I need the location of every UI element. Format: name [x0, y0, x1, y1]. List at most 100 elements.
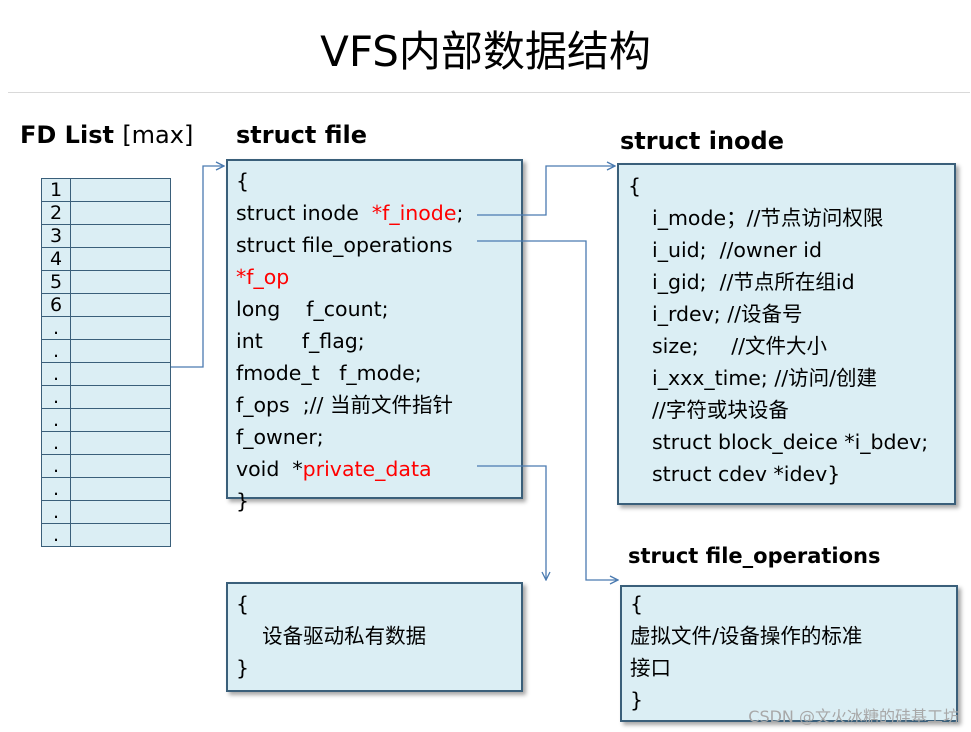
struct-file-line: }: [236, 485, 463, 517]
fd-entry-cell: [70, 454, 171, 478]
struct-inode-line: struct cdev *idev}: [652, 462, 841, 486]
fd-list-row: 2: [41, 201, 171, 225]
field-text: }: [236, 489, 250, 513]
struct-inode-line: struct block_deice *i_bdev;: [652, 430, 929, 454]
fd-entry-cell: [70, 293, 171, 317]
struct-file-line: f_owner;: [236, 421, 463, 453]
struct-inode-line: i_uid; //owner id: [652, 238, 822, 262]
private-data-line: {: [236, 592, 250, 616]
private-data-arrow: [477, 465, 546, 580]
field-text: f_ops ;// 当前文件指针: [236, 393, 453, 417]
fd-entry-cell: [70, 178, 171, 202]
struct-file-label: struct file: [236, 121, 368, 149]
fd-list-row: 4: [41, 247, 171, 271]
fd-list-label: FD List [max]: [20, 121, 193, 149]
f-inode-arrow: [477, 166, 615, 216]
field-text: long f_count;: [236, 297, 389, 321]
fd-list-row: .: [41, 316, 171, 340]
field-text: ;: [456, 201, 464, 225]
fd-entry-cell: [70, 523, 171, 547]
struct-file-line: long f_count;: [236, 293, 463, 325]
struct-inode-label: struct inode: [620, 127, 784, 155]
struct-inode-line: i_rdev; //设备号: [652, 302, 803, 326]
highlighted-field: *f_op: [236, 265, 290, 289]
fd-index-cell: .: [41, 477, 71, 501]
struct-inode-box: [617, 163, 956, 505]
fd-entry-cell: [70, 316, 171, 340]
file-operations-line: }: [630, 688, 644, 712]
struct-file-line: int f_flag;: [236, 325, 463, 357]
struct-inode-line: //字符或块设备: [652, 398, 789, 422]
file-operations-text: { 虚拟文件/设备操作的标准接口}: [630, 588, 862, 716]
page-title: VFS内部数据结构: [320, 27, 651, 76]
field-text: void *: [236, 457, 303, 481]
highlighted-field: *f_inode: [371, 201, 457, 225]
fd-list-row: .: [41, 500, 171, 524]
fd-list-row: .: [41, 477, 171, 501]
fd-to-file-arrow: [171, 166, 224, 368]
fd-index-cell: 1: [41, 178, 71, 202]
private-data-text: { 设备驱动私有数据}: [236, 588, 426, 684]
struct-inode-line: i_mode；//节点访问权限: [652, 206, 884, 230]
fd-list-row: 5: [41, 270, 171, 294]
fd-index-cell: 6: [41, 293, 71, 317]
fd-entry-cell: [70, 201, 171, 225]
struct-file-line: fmode_t f_mode;: [236, 357, 463, 389]
fd-list-row: 3: [41, 224, 171, 248]
fd-list-row: .: [41, 385, 171, 409]
field-text: int f_flag;: [236, 329, 365, 353]
fd-list-row: 6: [41, 293, 171, 317]
fd-list-label-text: FD List: [20, 121, 114, 149]
field-text: f_owner;: [236, 425, 324, 449]
struct-file-line: f_ops ;// 当前文件指针: [236, 389, 463, 421]
fd-index-cell: 3: [41, 224, 71, 248]
fd-entry-cell: [70, 247, 171, 271]
struct-inode-fields: { i_mode；//节点访问权限 i_uid; //owner id i_gid; …: [628, 170, 928, 490]
fd-index-cell: .: [41, 362, 71, 386]
field-text: fmode_t f_mode;: [236, 361, 422, 385]
title-divider: [8, 92, 970, 93]
fd-index-cell: .: [41, 408, 71, 432]
private-data-line: 设备驱动私有数据: [236, 624, 427, 648]
file-operations-line: {: [630, 592, 644, 616]
fd-entry-cell: [70, 339, 171, 363]
field-text: struct file_operations: [236, 233, 453, 257]
struct-file-line: {: [236, 165, 463, 197]
struct-file-box: [226, 159, 523, 499]
struct-file-line: struct file_operations: [236, 229, 463, 261]
highlighted-field: private_data: [302, 457, 432, 481]
private-data-line: }: [236, 656, 250, 680]
field-text: struct inode: [236, 201, 372, 225]
fd-index-cell: .: [41, 454, 71, 478]
watermark: CSDN @文火冰糖的硅基工坊: [748, 707, 959, 726]
struct-file-line: *f_op: [236, 261, 463, 293]
struct-inode-line: i_xxx_time; //访问/创建: [652, 366, 878, 390]
f-op-arrow: [477, 240, 618, 580]
fd-list-row: .: [41, 454, 171, 478]
struct-inode-line: size; //文件大小: [652, 334, 828, 358]
struct-inode-line: i_gid; //节点所在组id: [652, 270, 855, 294]
fd-list-row: 1: [41, 178, 171, 202]
private-data-box: [226, 582, 523, 692]
fd-entry-cell: [70, 500, 171, 524]
file-operations-line: 虚拟文件/设备操作的标准: [630, 624, 863, 648]
file-operations-box: [620, 585, 958, 722]
fd-list-label-suffix: [max]: [122, 121, 194, 149]
fd-entry-cell: [70, 270, 171, 294]
struct-file-operations-label: struct file_operations: [628, 544, 881, 568]
struct-inode-line: {: [628, 174, 642, 198]
fd-entry-cell: [70, 224, 171, 248]
fd-index-cell: 2: [41, 201, 71, 225]
field-text: {: [236, 169, 250, 193]
struct-file-fields: {struct inode *f_inode;struct file_opera…: [236, 165, 463, 517]
fd-index-cell: .: [41, 385, 71, 409]
struct-file-line: void *private_data: [236, 453, 463, 485]
fd-index-cell: .: [41, 339, 71, 363]
fd-list-row: .: [41, 339, 171, 363]
file-operations-line: 接口: [630, 656, 671, 680]
struct-file-line: struct inode *f_inode;: [236, 197, 463, 229]
fd-index-cell: 4: [41, 247, 71, 271]
fd-list-row: .: [41, 523, 171, 547]
